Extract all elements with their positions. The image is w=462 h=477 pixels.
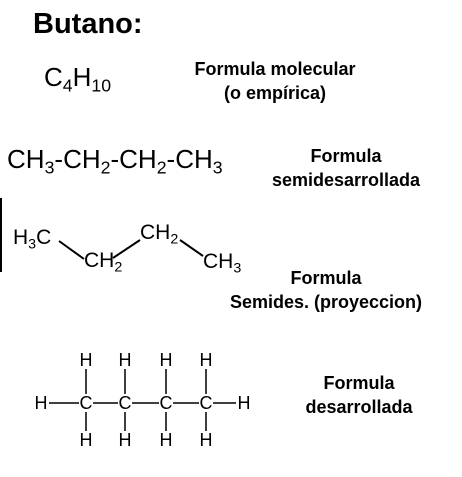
subscript: 4 [62,75,73,96]
subscript: 3 [233,260,242,277]
subscript: 2 [170,231,179,248]
projection-group-ch2-low: CH2 [84,249,123,276]
label-line: Formula [290,268,362,288]
projection-group-ch3: CH3 [203,250,242,277]
carbon-atom: C [119,393,132,413]
label-line: Formula [323,373,395,393]
subscript: 3 [28,236,37,253]
projection-group-h3c: H3C [13,226,52,253]
molecular-formula: C4H10 [44,62,112,96]
formula-group: -CH [54,144,101,174]
atom-symbol: C [44,62,63,92]
developed-formula-label: Formula desarrollada [284,371,434,419]
label-line: semidesarrollada [271,170,421,190]
atom-symbol: H [13,226,29,249]
carbon-atom: C [80,393,93,413]
label-line: Semides. (proyeccion) [229,292,423,312]
semideveloped-formula: CH3-CH2-CH2-CH3 [7,144,223,178]
hydrogen-atom: H [119,350,132,370]
label-line: (o empírica) [223,83,327,103]
page-title: Butano: [33,8,143,40]
atom-symbol: CH [203,250,234,273]
subscript: 3 [44,157,55,178]
carbon-atom: C [160,393,173,413]
subscript: 10 [91,75,112,96]
label-line: desarrollada [305,397,413,417]
subscript: 2 [156,157,167,178]
atom-symbol: CH [84,249,115,272]
atom-symbol: CH [140,221,171,244]
label-line: Formula [310,146,382,166]
hydrogen-atom: H [119,430,132,450]
projection-group-ch2-high: CH2 [140,221,179,248]
projection-formula-label: Formula Semides. (proyeccion) [206,266,446,314]
carbon-atom: C [200,393,213,413]
subscript: 2 [100,157,111,178]
hydrogen-atom: H [35,393,48,413]
hydrogen-atom: H [238,393,251,413]
subscript: 3 [212,157,223,178]
semideveloped-formula-label: Formula semidesarrollada [238,144,454,192]
hydrogen-atom: H [160,350,173,370]
formula-group: -CH [110,144,157,174]
subscript: 2 [114,259,123,276]
formula-group: CH [7,144,45,174]
atom-symbol: H [72,62,92,92]
left-margin-rule [0,198,2,272]
molecular-formula-label: Formula molecular (o empírica) [170,57,380,105]
hydrogen-atom: H [80,350,93,370]
hydrogen-atom: H [80,430,93,450]
formula-group: -CH [166,144,213,174]
atom-symbol: C [36,226,52,249]
hydrogen-atom: H [200,430,213,450]
hydrogen-atom: H [200,350,213,370]
bond-line [58,240,85,260]
label-line: Formula molecular [194,59,356,79]
hydrogen-atom: H [160,430,173,450]
bond-line [179,239,204,257]
